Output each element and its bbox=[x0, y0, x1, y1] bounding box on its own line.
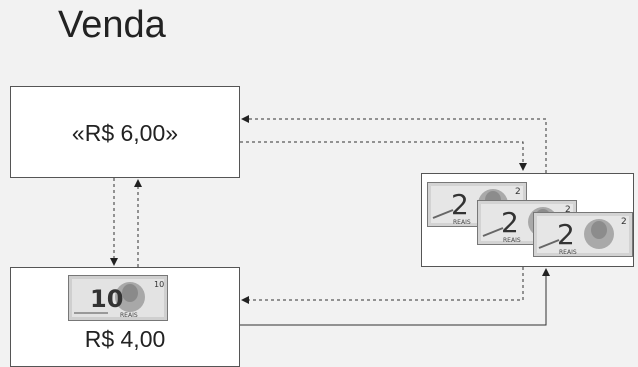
payment-box: 10 10 REAIS R$ 4,00 bbox=[10, 267, 240, 367]
two-reais-denomination-3: 2 bbox=[557, 218, 575, 251]
banknotes-box: 2 2 REAIS 2 2 REAIS 2 2 REAIS bbox=[421, 173, 634, 267]
two-reais-denomination-1: 2 bbox=[451, 188, 469, 221]
two-reais-corner-1: 2 bbox=[515, 187, 521, 197]
two-reais-currency-1: REAIS bbox=[453, 219, 471, 226]
page-title: Venda bbox=[58, 4, 166, 46]
arrow-payment-to-notes bbox=[240, 268, 550, 326]
payment-label: R$ 4,00 bbox=[84, 326, 166, 352]
ten-reais-currency: REAIS bbox=[120, 312, 138, 319]
price-box: «R$ 6,00» bbox=[10, 86, 240, 178]
arrow-notes-to-price bbox=[241, 115, 547, 173]
ten-reais-corner-denomination: 10 bbox=[154, 280, 164, 289]
arrow-price-to-notes bbox=[240, 141, 527, 171]
two-reais-currency-2: REAIS bbox=[503, 237, 521, 244]
ten-reais-denomination: 10 bbox=[90, 285, 123, 313]
two-reais-banknote-3: 2 2 REAIS bbox=[533, 212, 633, 257]
two-reais-corner-2: 2 bbox=[565, 205, 571, 215]
two-reais-corner-3: 2 bbox=[621, 217, 627, 227]
two-reais-denomination-2: 2 bbox=[501, 206, 519, 239]
ten-reais-banknote: 10 10 REAIS bbox=[68, 275, 168, 321]
arrow-notes-to-payment bbox=[241, 267, 524, 304]
flow-arrows bbox=[110, 115, 550, 326]
price-label: «R$ 6,00» bbox=[71, 120, 179, 146]
two-reais-currency-3: REAIS bbox=[559, 249, 577, 256]
